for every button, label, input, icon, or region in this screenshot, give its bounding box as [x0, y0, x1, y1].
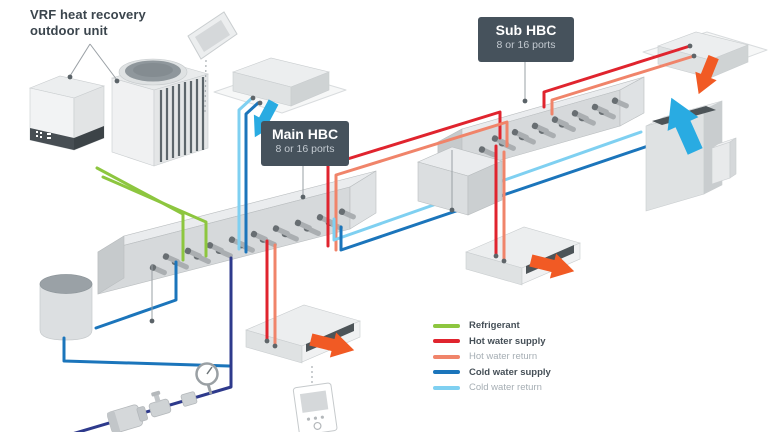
legend-row-hot-return: Hot water return [433, 349, 551, 365]
diagram-title: VRF heat recovery outdoor unit [30, 7, 146, 39]
legend-swatch [433, 339, 460, 344]
pipe-connectors [250, 43, 697, 349]
remote-controller [292, 382, 338, 432]
legend-swatch [433, 354, 460, 359]
branch-box-unit [417, 146, 503, 216]
pump-assembly [107, 404, 148, 432]
legend-row-refrigerant: Refrigerant [433, 318, 551, 334]
refrigerant-pipes [95, 166, 208, 262]
hot-supply-pipes [265, 44, 692, 343]
pipe-fitting [180, 391, 198, 407]
legend-row-cold-return: Cold water return [433, 380, 551, 396]
controller-screen [195, 20, 230, 52]
main-hbc-label-title: Main HBC [271, 126, 339, 142]
title-line-1: VRF heat recovery [30, 7, 146, 22]
main-hbc-label-subtitle: 8 or 16 ports [275, 143, 335, 155]
legend-label: Hot water return [469, 351, 538, 363]
legend: Refrigerant Hot water supply Hot water r… [433, 318, 551, 396]
legend-swatch [433, 323, 460, 328]
hot-return-pipes [273, 54, 696, 348]
remote-screen [299, 390, 329, 413]
legend-swatch [433, 385, 460, 390]
outdoor-unit-grille [159, 77, 205, 162]
legend-label: Refrigerant [469, 320, 520, 332]
compact-unit-controls [36, 131, 51, 139]
legend-row-hot-supply: Hot water supply [433, 334, 551, 350]
cold-supply-pipes [62, 101, 260, 368]
ceiling-cassette-right [642, 31, 768, 79]
title-line-2: outdoor unit [30, 23, 108, 38]
main-hbc-label: Main HBC 8 or 16 ports [261, 121, 349, 166]
legend-swatch [433, 370, 460, 375]
outdoor-unit-compact [28, 75, 106, 151]
sub-hbc-label-subtitle: 8 or 16 ports [496, 39, 556, 51]
hot-return-pipe-main-to-sub [334, 120, 509, 252]
cold-supply-pipe-long [339, 144, 650, 252]
central-controller-panel [187, 11, 238, 113]
gauge-needle [206, 366, 213, 375]
water-tank [39, 274, 93, 341]
outdoor-unit-fan [110, 58, 210, 167]
ceiling-cassette-top [213, 57, 347, 114]
cold-return-pipes [237, 97, 253, 251]
ducted-unit-right [465, 226, 581, 286]
pointer-lines [67, 43, 528, 324]
legend-label: Hot water supply [469, 335, 546, 347]
main-hbc-unit [97, 170, 377, 295]
sub-hbc-label-title: Sub HBC [495, 22, 557, 38]
sub-hbc-label: Sub HBC 8 or 16 ports [478, 17, 574, 62]
legend-label: Cold water return [469, 382, 542, 394]
pressure-gauge [195, 362, 219, 395]
valve [148, 390, 172, 418]
legend-row-cold-supply: Cold water supply [433, 365, 551, 381]
control-wiring-dashed [204, 59, 207, 113]
legend-label: Cold water supply [469, 366, 551, 378]
cold-return-pipe-long [332, 130, 643, 242]
